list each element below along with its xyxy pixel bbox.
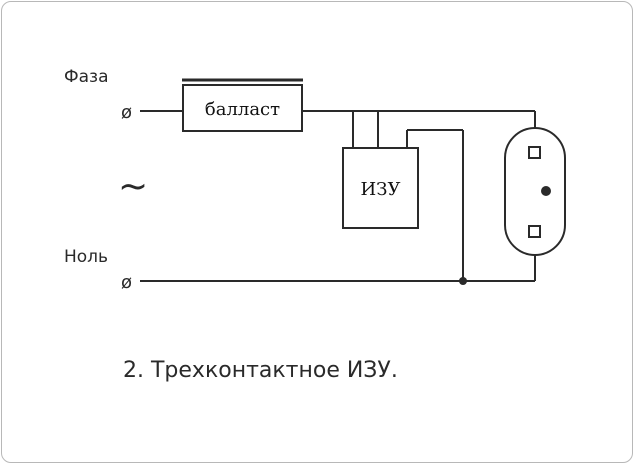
phase-label: Фаза [64,67,109,87]
neutral-terminal-icon: ø [121,272,132,293]
igniter-box: ИЗУ [342,147,419,229]
phase-terminal-icon: ø [121,102,132,123]
ballast-box: балласт [182,78,303,132]
junction-dot [459,277,467,285]
ballast-body [182,84,303,132]
diagram-caption: 2. Трехконтактное ИЗУ. [123,358,398,383]
lamp-bottom-contact [528,225,541,238]
ac-symbol-icon: ~ [118,166,148,207]
lamp-bulb [504,127,566,256]
wires [140,110,536,282]
neutral-label: Ноль [64,247,108,267]
igniter-label: ИЗУ [361,179,401,200]
lamp [504,127,566,256]
lamp-center-dot [541,186,551,196]
lamp-top-contact [528,146,541,159]
ballast-label: балласт [205,99,280,120]
igniter-body [342,147,419,229]
